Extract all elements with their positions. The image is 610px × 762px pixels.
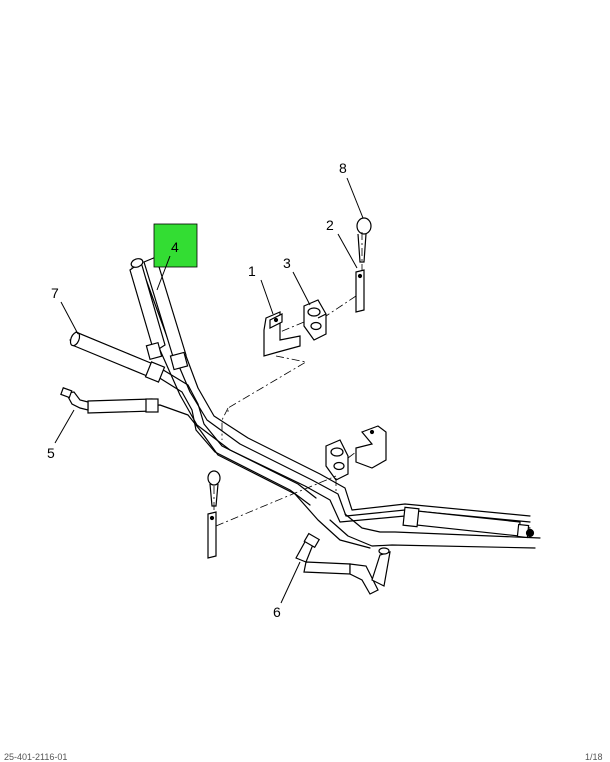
hose-5 (60, 387, 159, 414)
strap-lower (207, 511, 217, 559)
clamp-lower (325, 439, 349, 481)
callout-1: 1 (248, 263, 256, 279)
assembly-lines (213, 232, 363, 527)
bracket-1 (263, 311, 301, 357)
callout-6: 6 (273, 604, 281, 620)
callout-4: 4 (171, 239, 179, 255)
strap-2 (355, 269, 365, 313)
footer-part-number: 25-401-2116-01 (4, 752, 68, 762)
hose-right (402, 506, 535, 539)
callout-8: 8 (339, 160, 347, 176)
leader-lines (54, 177, 364, 604)
callout-3: 3 (283, 255, 291, 271)
clamp-3 (303, 299, 327, 341)
bracket-lower (355, 425, 387, 469)
footer-page-number: 1/18 (585, 752, 603, 762)
callout-4-highlight (153, 223, 198, 268)
callout-5: 5 (47, 445, 55, 461)
callout-7: 7 (51, 285, 59, 301)
tie-8 (356, 217, 372, 263)
callout-2: 2 (326, 217, 334, 233)
hose-4 (129, 256, 189, 371)
hose-6 (295, 532, 391, 595)
